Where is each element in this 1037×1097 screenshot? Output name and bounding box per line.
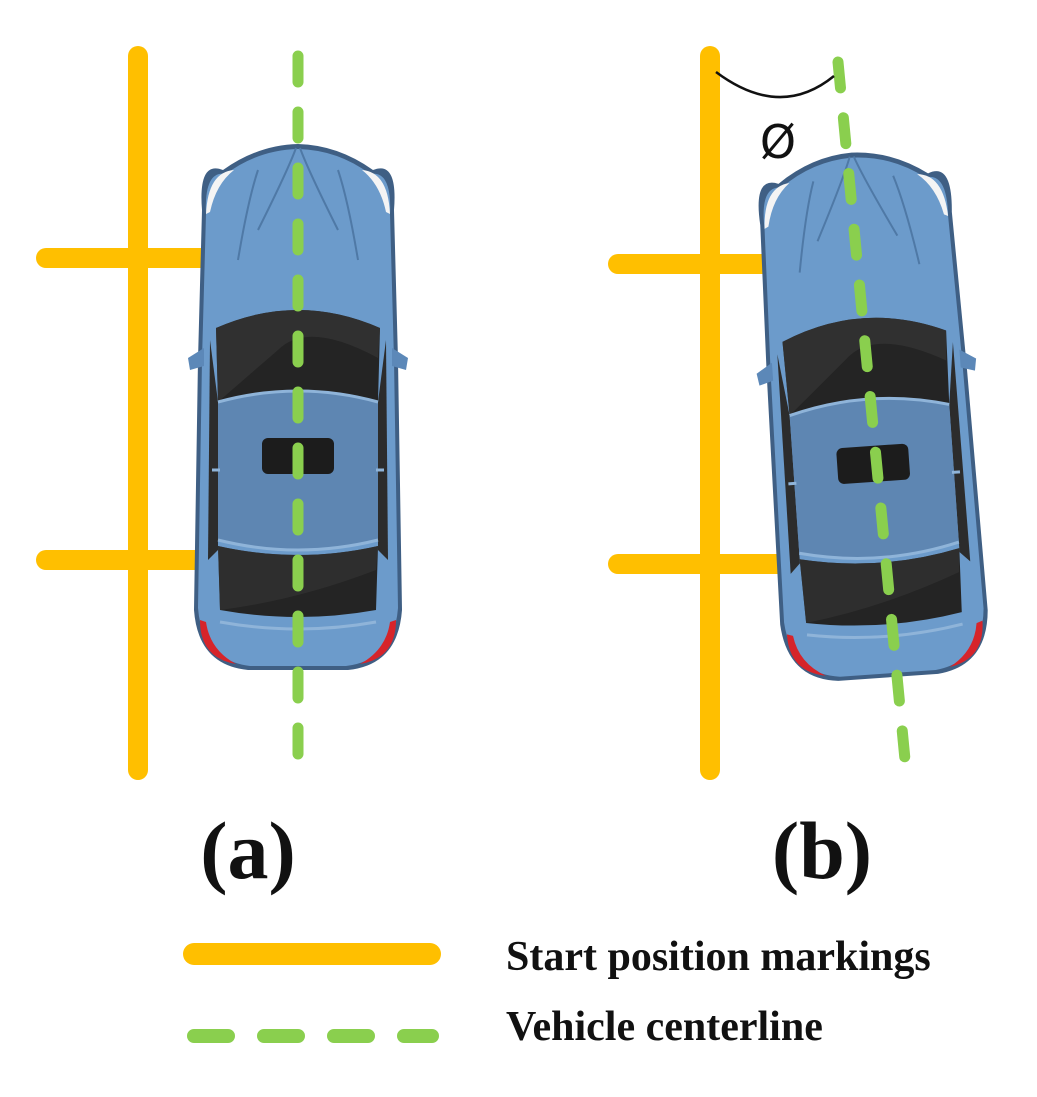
angle-arc (715, 70, 835, 99)
legend-label-centerline: Vehicle centerline (506, 1004, 823, 1050)
panel-b-centerline (832, 56, 912, 776)
angle-label: Ø (760, 115, 796, 169)
panel-a-start-markings (36, 46, 220, 780)
legend-item-centerline: Vehicle centerline (187, 1004, 823, 1050)
legend: Start position markings Vehicle centerli… (183, 934, 931, 1050)
panel-b-start-markings (608, 46, 800, 780)
legend-item-start-markings: Start position markings (183, 934, 931, 980)
panel-a: (a) (36, 46, 410, 896)
panel-b-label: (b) (772, 805, 872, 896)
legend-label-start-markings: Start position markings (506, 934, 931, 980)
panel-a-label: (a) (200, 805, 296, 896)
panel-b: Ø (b) (608, 46, 1000, 896)
